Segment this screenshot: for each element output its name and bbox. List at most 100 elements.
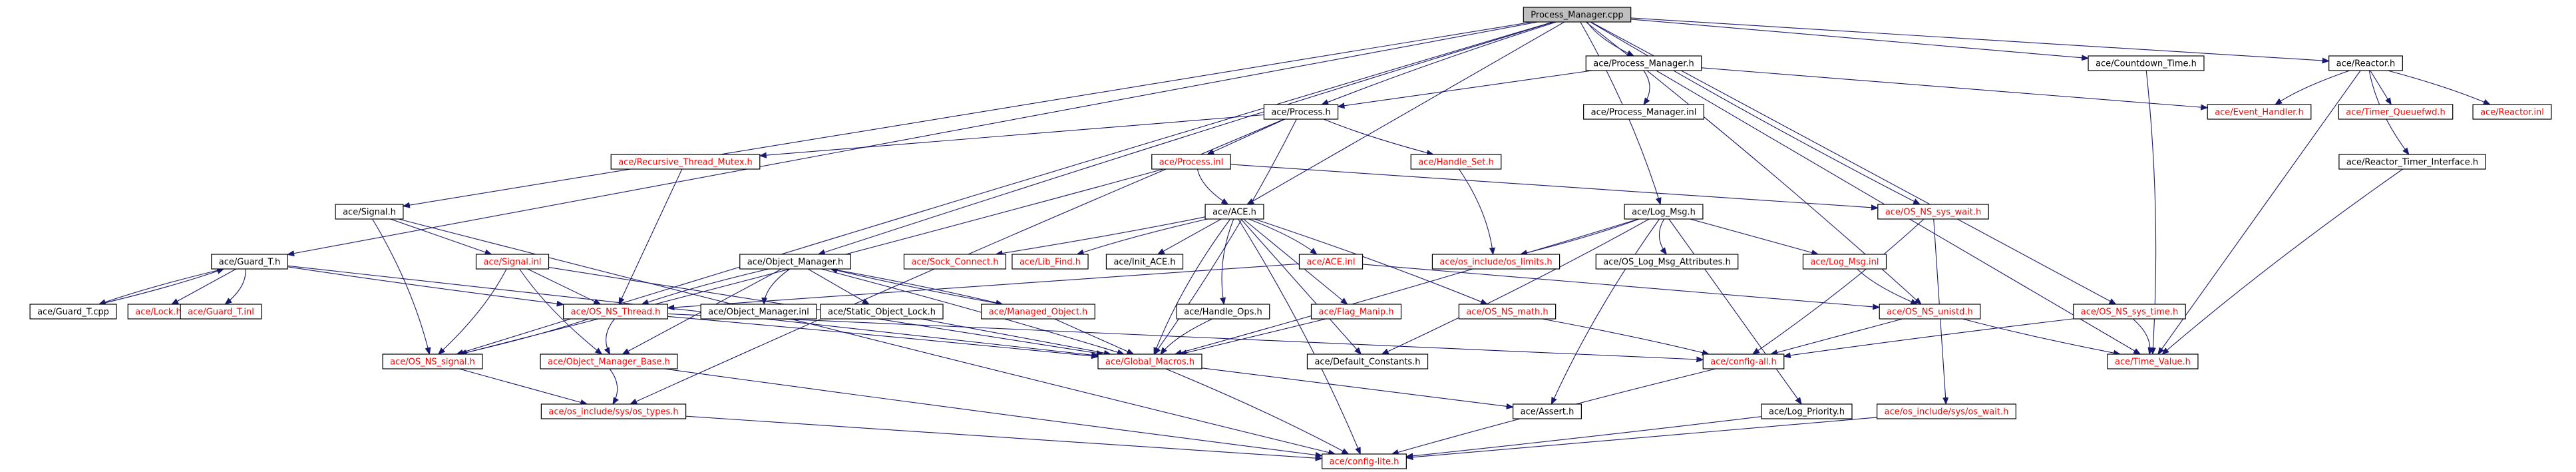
node-static-lock[interactable]: ace/Static_Object_Lock.h bbox=[820, 304, 944, 320]
node-flag-manip[interactable]: ace/Flag_Manip.h bbox=[1310, 304, 1402, 320]
node-box[interactable] bbox=[2338, 154, 2486, 170]
node-box[interactable] bbox=[820, 304, 944, 320]
node-label[interactable]: ace/Lock.h bbox=[135, 308, 182, 318]
node-box[interactable] bbox=[2107, 354, 2199, 369]
node-label[interactable]: ace/Reactor_Timer_Interface.h bbox=[2346, 158, 2478, 168]
node-handle-set[interactable]: ace/Handle_Set.h bbox=[1410, 154, 1502, 170]
node-box[interactable] bbox=[1410, 154, 1502, 170]
node-reactor-inl[interactable]: ace/Reactor.inl bbox=[2472, 104, 2552, 120]
node-label[interactable]: ace/Managed_Object.h bbox=[989, 308, 1088, 318]
node-assert-h[interactable]: ace/Assert.h bbox=[1513, 403, 1582, 419]
node-box[interactable] bbox=[540, 354, 678, 369]
node-log-priority[interactable]: ace/Log_Priority.h bbox=[1761, 403, 1853, 419]
node-label[interactable]: ace/config-all.h bbox=[1710, 357, 1777, 367]
node-label[interactable]: ace/Log_Msg.h bbox=[1632, 208, 1696, 218]
node-label[interactable]: ace/Guard_T.inl bbox=[188, 308, 254, 318]
node-label[interactable]: ace/Log_Priority.h bbox=[1769, 407, 1845, 417]
node-label[interactable]: ace/Object_Manager_Base.h bbox=[548, 357, 670, 367]
node-box[interactable] bbox=[1458, 304, 1557, 320]
node-label[interactable]: ace/Reactor.inl bbox=[2480, 108, 2544, 118]
node-process-inl[interactable]: ace/Process.inl bbox=[1151, 154, 1231, 170]
node-label[interactable]: ace/Signal.h bbox=[343, 208, 396, 218]
node-label[interactable]: ace/Global_Macros.h bbox=[1105, 357, 1195, 367]
node-label[interactable]: ace/OS_Log_Msg_Attributes.h bbox=[1603, 258, 1730, 268]
node-log-attrs[interactable]: ace/OS_Log_Msg_Attributes.h bbox=[1595, 254, 1739, 270]
node-reactor-h[interactable]: ace/Reactor.h bbox=[2328, 55, 2403, 71]
node-label[interactable]: ace/OS_NS_math.h bbox=[1466, 308, 1548, 318]
node-box[interactable] bbox=[1877, 204, 1989, 220]
node-label[interactable]: ace/OS_NS_sys_time.h bbox=[2081, 308, 2178, 318]
node-label[interactable]: ace/Guard_T.cpp bbox=[37, 308, 109, 318]
node-box[interactable] bbox=[981, 304, 1095, 320]
node-os-sys-wait[interactable]: ace/OS_NS_sys_wait.h bbox=[1877, 204, 1989, 220]
node-lib-find[interactable]: ace/Lib_Find.h bbox=[1012, 254, 1089, 270]
node-default-const[interactable]: ace/Default_Constants.h bbox=[1306, 354, 1429, 369]
node-label[interactable]: ace/os_include/os_limits.h bbox=[1439, 258, 1552, 268]
node-label[interactable]: ace/Lib_Find.h bbox=[1019, 258, 1081, 268]
node-label[interactable]: ace/Sock_Connect.h bbox=[912, 258, 999, 268]
node-label[interactable]: ace/ACE.h bbox=[1212, 208, 1256, 218]
node-box[interactable] bbox=[1761, 403, 1853, 419]
node-label[interactable]: ace/os_include/sys/os_wait.h bbox=[1885, 407, 2009, 417]
node-box[interactable] bbox=[2073, 304, 2186, 320]
node-box[interactable] bbox=[540, 403, 687, 419]
node-box[interactable] bbox=[1204, 204, 1264, 220]
node-init-ace[interactable]: ace/Init_ACE.h bbox=[1105, 254, 1184, 270]
node-lock-h[interactable]: ace/Lock.h bbox=[127, 304, 190, 320]
node-box[interactable] bbox=[1431, 254, 1561, 270]
node-label[interactable]: Process_Manager.cpp bbox=[1531, 11, 1623, 21]
node-label[interactable]: ace/Countdown_Time.h bbox=[2096, 59, 2197, 69]
node-objmgr-h[interactable]: ace/Object_Manager.h bbox=[739, 254, 851, 270]
node-objmgr-inl[interactable]: ace/Object_Manager.inl bbox=[700, 304, 817, 320]
node-ace-h[interactable]: ace/ACE.h bbox=[1204, 204, 1264, 220]
node-os-sys-time[interactable]: ace/OS_NS_sys_time.h bbox=[2073, 304, 2186, 320]
node-guard-h[interactable]: ace/Guard_T.h bbox=[211, 254, 288, 270]
node-timer-qfwd[interactable]: ace/Timer_Queuefwd.h bbox=[2338, 104, 2454, 120]
node-sys-types[interactable]: ace/os_include/sys/os_types.h bbox=[540, 403, 687, 419]
node-label[interactable]: ace/Time_Value.h bbox=[2115, 357, 2191, 367]
node-label[interactable]: ace/os_include/sys/os_types.h bbox=[548, 407, 678, 417]
node-label[interactable]: ace/Signal.inl bbox=[483, 258, 541, 268]
node-box[interactable] bbox=[180, 304, 262, 320]
node-box[interactable] bbox=[1012, 254, 1089, 270]
node-event-handler[interactable]: ace/Event_Handler.h bbox=[2207, 104, 2312, 120]
node-box[interactable] bbox=[903, 254, 1007, 270]
node-box[interactable] bbox=[1263, 104, 1339, 120]
node-label[interactable]: ace/Object_Manager.h bbox=[747, 258, 844, 268]
node-objmgr-base[interactable]: ace/Object_Manager_Base.h bbox=[540, 354, 678, 369]
node-box[interactable] bbox=[1151, 154, 1231, 170]
node-box[interactable] bbox=[700, 304, 817, 320]
node-label[interactable]: ace/Process_Manager.inl bbox=[1591, 108, 1697, 118]
node-label[interactable]: ace/Process.inl bbox=[1159, 158, 1223, 168]
node-config-lite[interactable]: ace/config-lite.h bbox=[1322, 453, 1407, 469]
node-label[interactable]: ace/ACE.inl bbox=[1306, 258, 1355, 268]
node-box[interactable] bbox=[1176, 304, 1270, 320]
node-log-msg-inl[interactable]: ace/Log_Msg.inl bbox=[1802, 254, 1887, 270]
node-os-limits[interactable]: ace/os_include/os_limits.h bbox=[1431, 254, 1561, 270]
node-box[interactable] bbox=[739, 254, 851, 270]
node-label[interactable]: ace/Process.h bbox=[1271, 108, 1330, 118]
node-box[interactable] bbox=[475, 254, 550, 270]
node-box[interactable] bbox=[1306, 354, 1429, 369]
node-signal-inl[interactable]: ace/Signal.inl bbox=[475, 254, 550, 270]
node-box[interactable] bbox=[2338, 104, 2454, 120]
node-box[interactable] bbox=[29, 304, 117, 320]
node-pm-h[interactable]: ace/Process_Manager.h bbox=[1585, 55, 1702, 71]
node-os-signal[interactable]: ace/OS_NS_signal.h bbox=[382, 354, 483, 369]
node-label[interactable]: ace/Recursive_Thread_Mutex.h bbox=[618, 158, 753, 168]
node-box[interactable] bbox=[1105, 254, 1184, 270]
node-box[interactable] bbox=[2472, 104, 2552, 120]
node-pm-inl[interactable]: ace/Process_Manager.inl bbox=[1583, 104, 1704, 120]
node-os-thread[interactable]: ace/OS_NS_Thread.h bbox=[563, 304, 668, 320]
node-box[interactable] bbox=[1097, 354, 1202, 369]
node-label[interactable]: ace/OS_NS_signal.h bbox=[390, 357, 475, 367]
node-box[interactable] bbox=[1322, 453, 1407, 469]
node-label[interactable]: ace/Assert.h bbox=[1521, 407, 1574, 417]
node-label[interactable]: ace/config-lite.h bbox=[1330, 457, 1399, 467]
node-reactor-ti[interactable]: ace/Reactor_Timer_Interface.h bbox=[2338, 154, 2486, 170]
node-label[interactable]: ace/Event_Handler.h bbox=[2215, 108, 2304, 118]
node-box[interactable] bbox=[211, 254, 288, 270]
node-process-h[interactable]: ace/Process.h bbox=[1263, 104, 1339, 120]
node-box[interactable] bbox=[1702, 354, 1785, 369]
node-label[interactable]: ace/OS_NS_Thread.h bbox=[571, 308, 661, 318]
